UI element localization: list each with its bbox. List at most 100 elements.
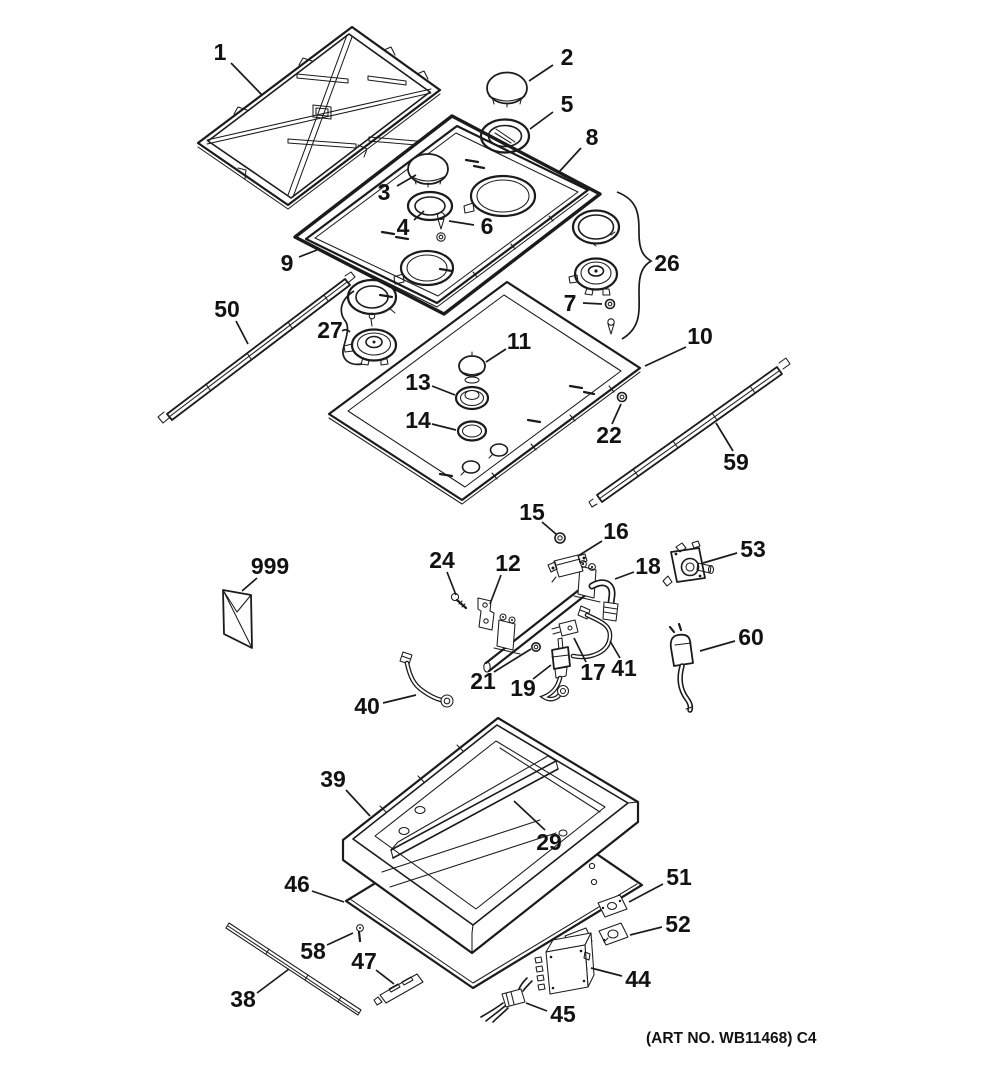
callout-leader-8	[558, 147, 582, 173]
callout-label-44: 44	[625, 966, 651, 992]
bracket-47	[373, 973, 424, 1006]
side-trim-right-59	[588, 357, 791, 508]
bottom-trim-38	[225, 922, 362, 1016]
burner-opening-lower	[393, 249, 455, 287]
small-openings	[460, 443, 509, 476]
callout-label-1: 1	[214, 39, 227, 65]
manifold-bracket-left	[493, 613, 521, 655]
callout-leader-59	[715, 422, 734, 452]
burner-box-39	[341, 716, 640, 955]
callout-label-4: 4	[397, 214, 410, 240]
nut-7	[604, 298, 616, 310]
callout-label-999: 999	[251, 553, 289, 579]
tube-18	[588, 579, 619, 622]
callout-leader-21	[493, 648, 532, 673]
chrome-ring	[571, 209, 621, 247]
callout-leader-47	[375, 969, 395, 985]
art-number-note: (ART NO. WB11468) C4	[646, 1030, 817, 1047]
nut-on-manifold	[530, 641, 541, 652]
callout-label-10: 10	[687, 323, 713, 349]
callout-label-16: 16	[603, 518, 629, 544]
callout-leader-15	[541, 521, 557, 535]
callout-leader-53	[702, 552, 738, 564]
burner-ring-4	[406, 190, 454, 222]
manifold-bracket-right	[573, 560, 601, 603]
side-trim-left-50	[157, 271, 356, 424]
power-cord-60	[668, 622, 694, 713]
callout-label-26: 26	[654, 250, 680, 276]
callout-label-29: 29	[536, 829, 562, 855]
callout-leader-13	[431, 385, 456, 396]
callout-label-24: 24	[429, 547, 455, 573]
burner-cap-3	[407, 153, 449, 188]
plate-52	[598, 922, 629, 946]
callout-leader-19	[532, 664, 552, 680]
tube-41	[570, 605, 613, 660]
subtop-panel-10	[327, 280, 642, 505]
screw-6	[436, 211, 446, 242]
callout-leader-3	[396, 174, 417, 187]
screw-58	[356, 924, 364, 943]
callout-leader-39	[345, 789, 371, 817]
callout-27-wire	[340, 290, 363, 366]
callout-label-15: 15	[519, 499, 545, 525]
callout-leader-52	[629, 926, 663, 936]
callout-leader-5	[529, 111, 554, 130]
callout-label-9: 9	[281, 250, 294, 276]
screw-below-7	[607, 318, 615, 335]
callout-leader-12	[489, 574, 502, 605]
callout-leader-45	[525, 1002, 548, 1012]
sealed-burner	[568, 257, 619, 296]
callout-leader-10	[644, 346, 687, 367]
screw-24	[450, 592, 468, 610]
plate-51	[597, 894, 628, 918]
burner-assembly-27	[343, 278, 398, 366]
callout-leader-11	[485, 348, 507, 363]
gas-manifold-assembly	[399, 532, 619, 708]
callout-label-2: 2	[561, 44, 574, 70]
callout-label-11: 11	[507, 328, 532, 354]
callout-leader-29	[513, 800, 546, 831]
burner-base-13	[454, 385, 490, 411]
support-rail-29	[390, 755, 559, 859]
callout-label-21: 21	[470, 668, 496, 694]
callout-label-22: 22	[596, 422, 622, 448]
callout-leader-17	[573, 637, 587, 663]
burner-cap-11	[458, 351, 486, 384]
callout-label-59: 59	[723, 449, 749, 475]
callout-label-17: 17	[580, 659, 606, 685]
literature-pack-999	[222, 589, 253, 649]
callout-leader-46	[311, 890, 345, 903]
callout-label-53: 53	[740, 536, 766, 562]
burner-cap-2	[486, 71, 528, 108]
callout-label-27: 27	[317, 317, 343, 343]
callout-27-tick	[341, 328, 351, 333]
callout-label-5: 5	[561, 91, 574, 117]
bracket-12	[477, 597, 495, 631]
callout-label-39: 39	[320, 766, 346, 792]
callout-label-14: 14	[405, 407, 431, 433]
callout-label-8: 8	[586, 124, 599, 150]
callout-label-6: 6	[481, 213, 494, 239]
callout-leader-9	[298, 249, 318, 258]
callout-label-40: 40	[354, 693, 380, 719]
callout-label-47: 47	[351, 948, 377, 974]
callout-leader-7	[582, 302, 603, 305]
tube-40	[399, 651, 454, 708]
callout-leader-24	[446, 571, 457, 596]
callout-leader-4	[413, 210, 425, 221]
valve-19	[539, 637, 571, 702]
callout-leader-16	[577, 540, 603, 557]
callout-leader-41	[609, 640, 621, 659]
callout-leader-40	[382, 694, 417, 704]
spark-switch-16	[547, 553, 588, 583]
callout-label-51: 51	[666, 864, 692, 890]
callout-leader-18	[614, 571, 635, 580]
callout-leader-2	[528, 64, 554, 82]
callout-leader-38	[256, 968, 290, 994]
burner-ring-14	[456, 420, 488, 442]
callout-leader-14	[431, 423, 457, 431]
